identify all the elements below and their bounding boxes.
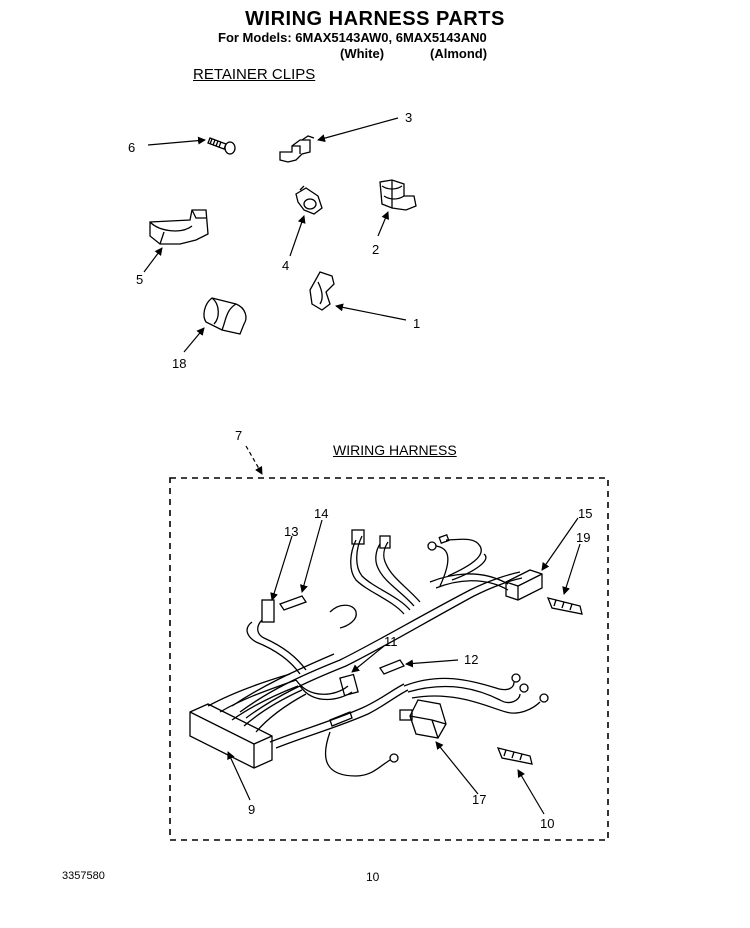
section-retainer-clips: RETAINER CLIPS: [193, 66, 316, 83]
page-number: 10: [366, 870, 380, 884]
callout-3: 3: [405, 110, 413, 125]
clip-leaders: [143, 117, 407, 353]
wiring-harness-drawing: [189, 529, 583, 777]
callout-18: 18: [172, 356, 187, 371]
part-4-clip: [295, 185, 323, 215]
callout-14: 14: [314, 506, 329, 521]
part-3-clip: [279, 135, 315, 163]
callout-9: 9: [248, 802, 256, 817]
part-18-clip: [203, 297, 247, 335]
models-line: For Models: 6MAX5143AW0, 6MAX5143AN0: [218, 30, 487, 45]
part-6-screw: [207, 137, 236, 155]
callout-13: 13: [284, 524, 299, 539]
page-title: WIRING HARNESS PARTS: [245, 8, 505, 30]
part-5-clip: [149, 209, 209, 245]
callout-5: 5: [136, 272, 144, 287]
callout-7: 7: [235, 428, 243, 443]
harness-leaders: [227, 517, 581, 815]
callout-1: 1: [413, 316, 421, 331]
callout-4: 4: [282, 258, 290, 273]
callout-6: 6: [128, 140, 136, 155]
harness-leader-7: [245, 445, 263, 475]
callout-12: 12: [464, 652, 479, 667]
document-number: 3357580: [62, 870, 105, 882]
callout-19: 19: [576, 530, 591, 545]
harness-box: [169, 477, 609, 841]
section-wiring-harness: WIRING HARNESS: [333, 442, 457, 458]
callout-2: 2: [372, 242, 380, 257]
callout-17: 17: [472, 792, 487, 807]
callout-11: 11: [384, 634, 398, 649]
callout-15: 15: [578, 506, 593, 521]
part-2-clip: [379, 179, 417, 211]
part-1-clip: [309, 271, 335, 311]
color-white-label: (White): [340, 46, 385, 61]
callout-10: 10: [540, 816, 555, 831]
color-almond-label: (Almond): [430, 46, 488, 61]
